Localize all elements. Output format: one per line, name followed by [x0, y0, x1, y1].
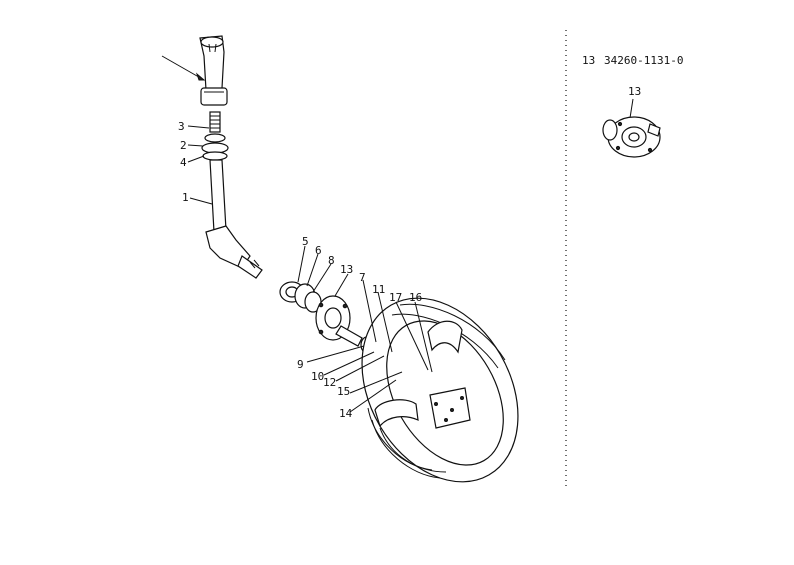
- callout-leaders: [187, 125, 433, 413]
- detail-part-number: 34260-1131-0: [604, 54, 683, 67]
- callout-2: 2: [180, 139, 187, 152]
- callout-11: 11: [372, 283, 385, 296]
- hub-detail-illustration: [602, 116, 661, 158]
- callout-17: 17: [389, 291, 402, 304]
- callout-1: 1: [182, 191, 189, 204]
- callout-8: 8: [328, 254, 335, 267]
- bearing-set: [279, 281, 322, 313]
- callout-6: 6: [315, 244, 322, 257]
- callout-15: 15: [337, 385, 350, 398]
- wheel-tire: [361, 297, 519, 483]
- bolt-and-washers: [201, 111, 229, 161]
- callout-5: 5: [302, 235, 309, 248]
- callout-numbers: 3 2 4 1 5 6 8 13 7 11 17 16 9 10 12 15 1…: [178, 120, 422, 420]
- wheel-hub: [315, 295, 363, 347]
- detail-callout-13: 13: [628, 85, 641, 98]
- callout-13: 13: [340, 263, 353, 276]
- callout-7: 7: [359, 271, 366, 284]
- steering-spindle: [205, 159, 263, 279]
- callout-16: 16: [409, 291, 422, 304]
- callout-4: 4: [180, 156, 187, 169]
- callout-9: 9: [297, 358, 304, 371]
- callout-14: 14: [339, 407, 353, 420]
- detail-panel: 13 34260-1131-0 13: [582, 54, 683, 158]
- callout-10: 10: [311, 370, 324, 383]
- detail-item-number: 13: [582, 54, 595, 67]
- steering-column: [161, 35, 228, 106]
- callout-3: 3: [178, 120, 185, 133]
- callout-12: 12: [323, 376, 336, 389]
